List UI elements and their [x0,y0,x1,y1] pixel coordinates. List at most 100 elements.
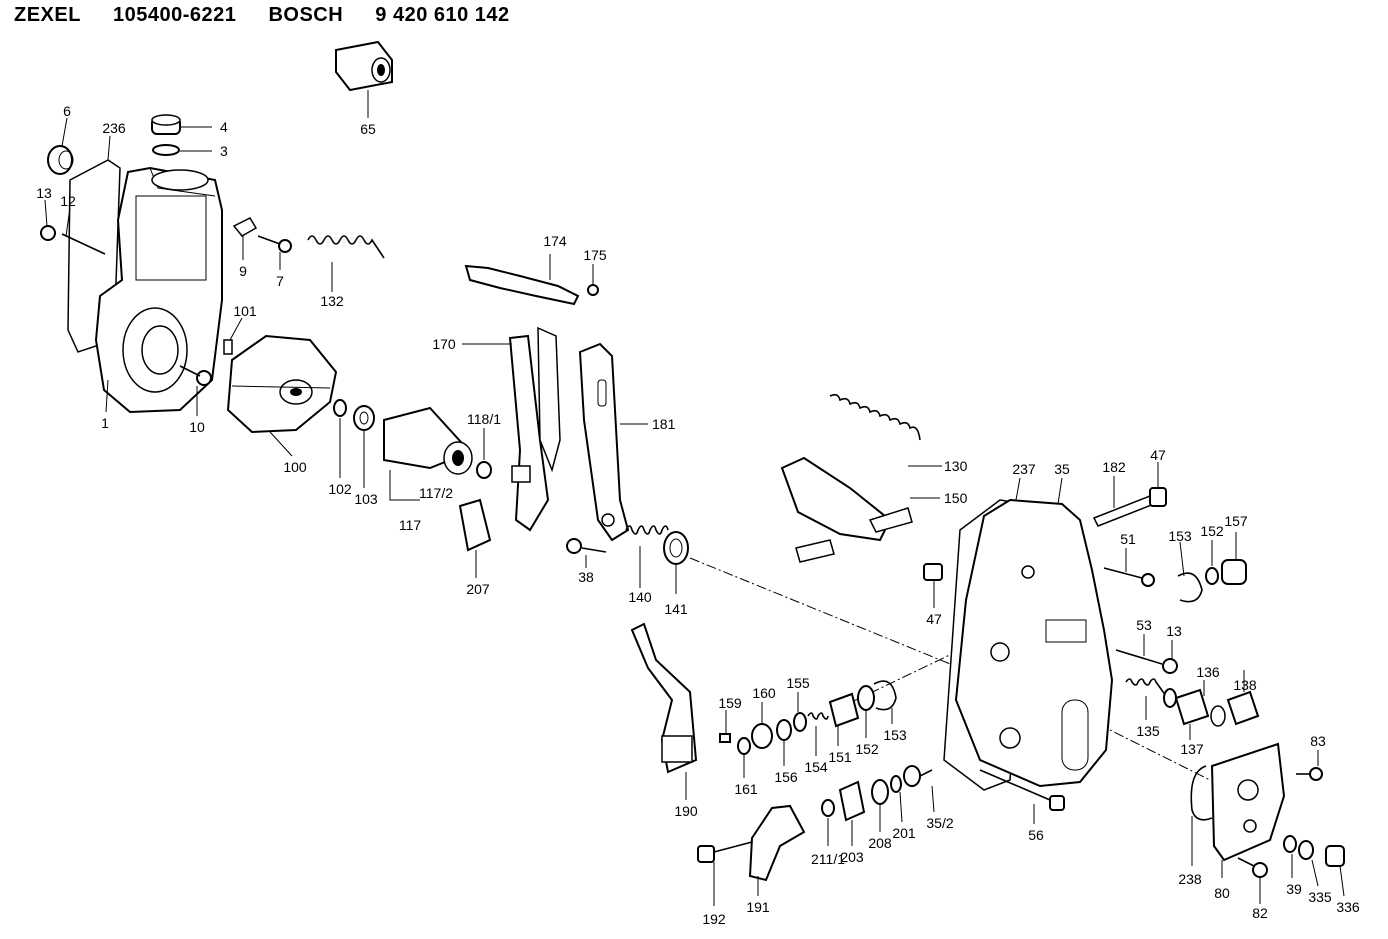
label-103: 103 [354,491,378,507]
label-203: 203 [840,849,864,865]
part-150-shaft-lever [780,456,940,563]
label-130: 130 [944,458,968,474]
part-130-spring [829,393,942,467]
part-211-1-washer [821,799,835,846]
part-6-cap [47,117,74,175]
part-141-ring [663,531,689,594]
part-100-flyweight-assembly [226,334,338,457]
part-157-cap [1221,532,1247,585]
part-38-screw [566,538,607,568]
part-13-nut-right [1162,640,1178,674]
part-160-bushing [751,702,773,749]
part-152-washer-right [1205,540,1219,585]
label-9: 9 [239,263,247,279]
label-135: 135 [1136,723,1160,739]
label-191: 191 [746,899,770,915]
part-102-washer [333,399,347,478]
drawing-header: ZEXEL 105400-6221 BOSCH 9 420 610 142 [14,4,536,30]
label-192: 192 [702,911,726,927]
part-159-key [719,710,731,743]
label-51: 51 [1120,531,1136,547]
label-152-right: 152 [1200,523,1224,539]
zexel-part-number: 105400-6221 [113,4,237,26]
part-152-washer-left [857,685,875,738]
part-80-cover-plate [1210,742,1286,878]
label-117-2: 117/2 [419,485,453,501]
label-238: 238 [1178,871,1202,887]
part-175-clip [587,264,599,296]
part-191-lever [748,804,806,896]
part-190-bracket [630,622,698,800]
label-80: 80 [1214,885,1230,901]
part-154-spring [807,712,829,756]
part-83-screw [1296,750,1323,781]
part-138-cap-nut [1226,670,1260,726]
part-53-bolt [1115,634,1163,665]
part-51-bolt [1103,548,1155,587]
part-137-sleeve [1174,688,1226,740]
label-153-left: 153 [883,727,907,743]
label-190: 190 [674,803,698,819]
part-12-bolt-left [61,207,106,255]
part-1-governor-housing [94,166,223,414]
label-100: 100 [283,459,307,475]
label-155: 155 [786,675,810,691]
label-154: 154 [804,759,828,775]
part-39-washer [1283,835,1297,878]
part-203-bushing [838,780,866,846]
label-47-top: 47 [1150,447,1166,463]
label-117: 117 [399,517,422,533]
label-38: 38 [578,569,594,585]
part-336-cap-nut [1325,845,1345,897]
part-153-snap-ring-right [1177,541,1203,603]
part-65-sleeve-nut [335,40,393,118]
part-153-snap-ring-left [873,680,897,724]
part-13-nut-left [40,199,56,241]
part-132-spring [307,235,385,292]
label-102: 102 [328,481,352,497]
part-35-governor-cover [954,477,1114,788]
part-47-bolt-top [1149,462,1167,507]
part-135-screw [1125,678,1167,720]
part-155-ring [793,692,807,732]
label-136: 136 [1196,664,1220,680]
label-181: 181 [652,416,676,432]
label-160: 160 [752,685,776,701]
label-157: 157 [1224,513,1248,529]
label-118-1: 118/1 [467,411,501,427]
label-138: 138 [1233,677,1257,693]
part-10-screw [179,365,212,416]
label-170: 170 [432,336,456,352]
label-12: 12 [60,193,76,209]
label-182: 182 [1102,459,1126,475]
part-117-sleeve-assembly [383,406,473,501]
label-140: 140 [628,589,652,605]
label-237: 237 [1012,461,1036,477]
part-201-washer [890,775,903,823]
part-9-clip [232,217,258,260]
part-170-lever-assembly [462,326,561,532]
label-6: 6 [63,103,71,119]
label-153-right: 153 [1168,528,1192,544]
part-208-ring [871,779,889,832]
label-56: 56 [1028,827,1044,843]
label-156: 156 [774,769,798,785]
part-35-2-plug [903,765,935,813]
label-39: 39 [1286,881,1302,897]
label-35-2: 35/2 [926,815,953,831]
part-192-bolt [697,841,753,906]
brand-bosch: BOSCH [268,4,344,26]
part-156-washer [776,719,792,766]
label-151: 151 [828,749,852,765]
label-10: 10 [189,419,205,435]
label-4: 4 [220,119,228,135]
label-335: 335 [1308,889,1332,905]
label-336: 336 [1336,899,1360,915]
part-3-washer [152,144,212,156]
part-161-washer [737,737,751,778]
part-182-pin [1092,476,1156,527]
label-1: 1 [101,415,109,431]
label-132: 132 [320,293,344,309]
label-208: 208 [868,835,892,851]
label-47-left: 47 [926,611,942,627]
